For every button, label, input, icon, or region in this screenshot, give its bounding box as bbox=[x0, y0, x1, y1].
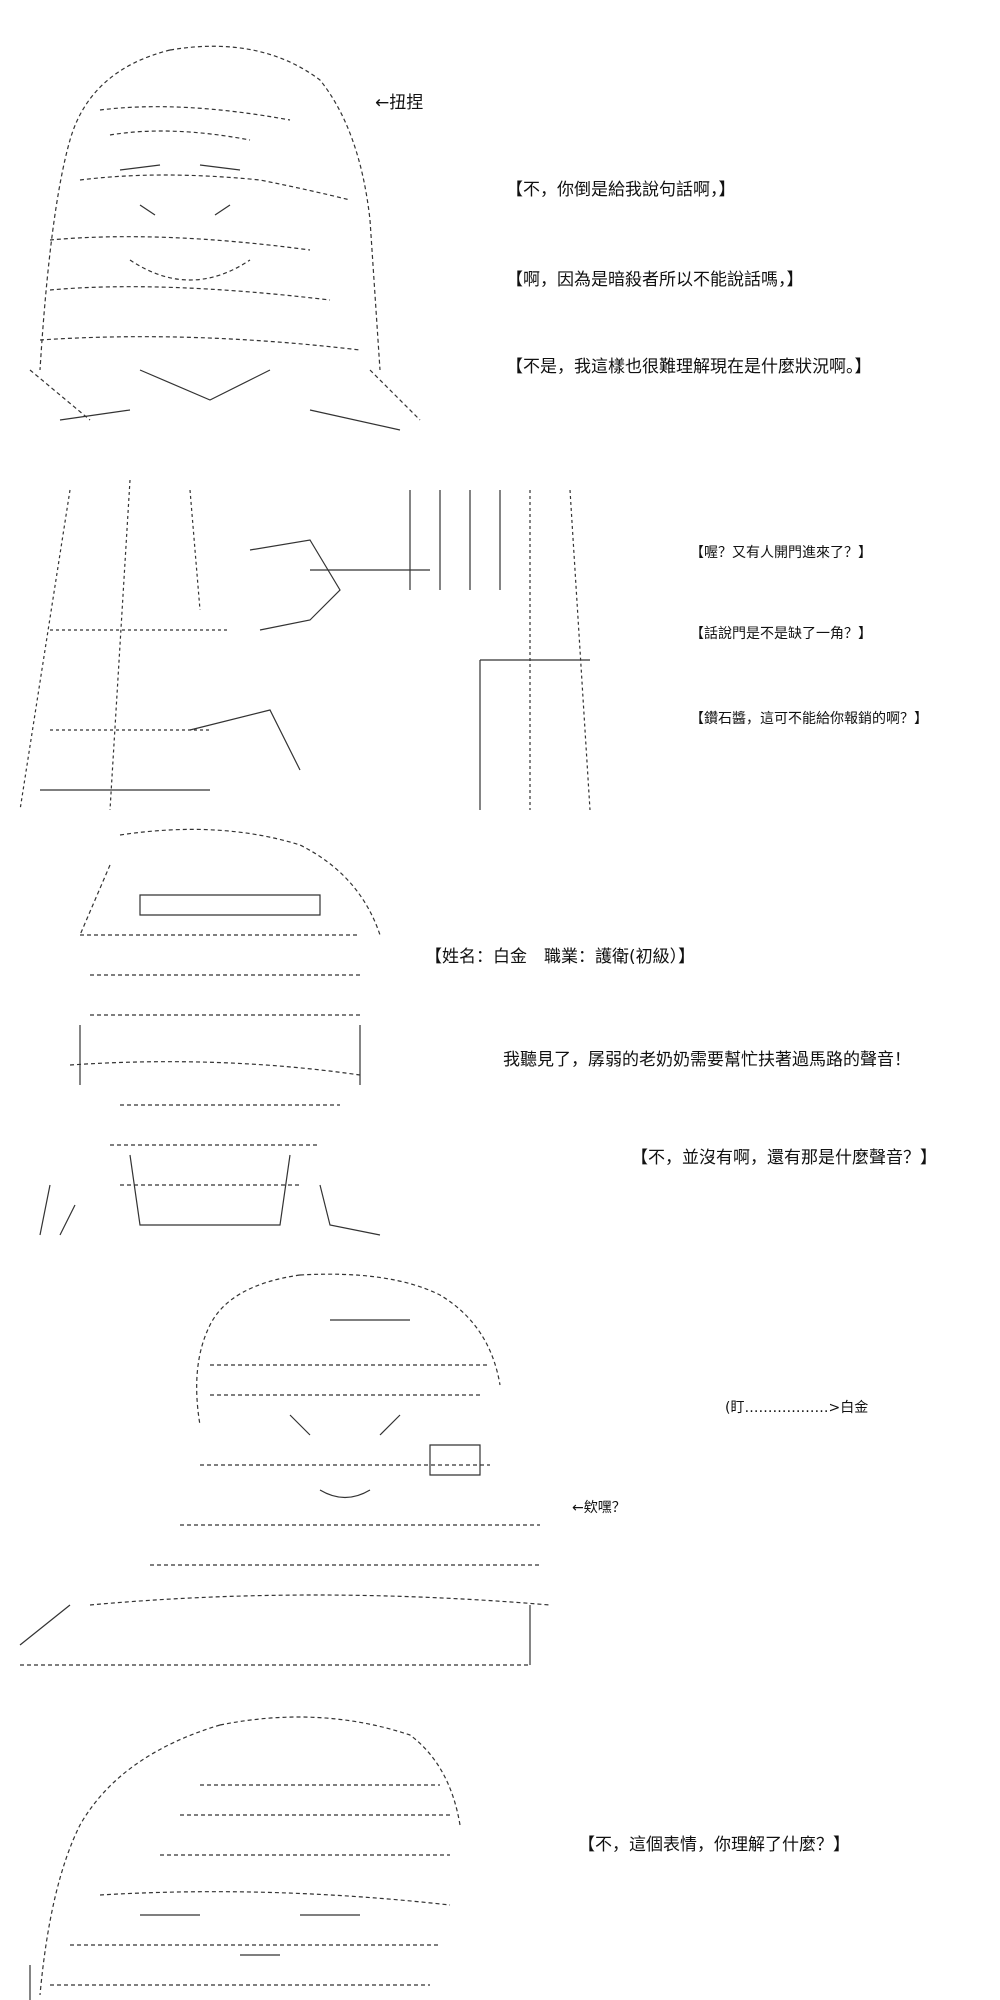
dialog-heard-grandma: 我聽見了，孱弱的老奶奶需要幫忙扶著過馬路的聲音！ bbox=[503, 1050, 911, 1070]
dialog-ehehe: ←欸嘿？ bbox=[572, 1500, 626, 1516]
dialog-stare-at-platinum: (盯………………>白金 bbox=[725, 1400, 869, 1416]
panel-2: 【喔？又有人開門進來了？】 【話說門是不是缺了一角？】 【鑽石醬，這可不能給你報… bbox=[0, 460, 1000, 825]
dialog-cannot-speak: 【啊，因為是暗殺者所以不能說話嗎，】 bbox=[506, 270, 804, 290]
ascii-art-hooded-assassin bbox=[10, 40, 460, 450]
dialog-say-something: 【不，你倒是給我說句話啊，】 bbox=[506, 180, 736, 200]
dialog-name-occupation: 【姓名：白金 職業：護衛(初級）】 bbox=[425, 947, 696, 967]
dialog-hard-to-understand: 【不是，我這樣也很難理解現在是什麼狀況啊。】 bbox=[506, 357, 872, 377]
dialog-no-such-sound: 【不，並沒有啊，還有那是什麼聲音？】 bbox=[631, 1148, 937, 1168]
dialog-door-missing-corner: 【話說門是不是缺了一角？】 bbox=[690, 626, 872, 642]
door-scene-illustration bbox=[19, 479, 591, 811]
panel-3: 【姓名：白金 職業：護衛(初級）】 我聽見了，孱弱的老奶奶需要幫忙扶著過馬路的聲… bbox=[0, 825, 1000, 1245]
dialog-diamond-reimburse: 【鑽石醬，這可不能給你報銷的啊？】 bbox=[690, 711, 928, 727]
dialog-fidget: ←扭捏 bbox=[375, 93, 424, 113]
ascii-art-hooded-girl bbox=[10, 1265, 570, 1685]
hooded-girl-illustration bbox=[19, 1273, 551, 1666]
ascii-art-hooded-face-closeup bbox=[20, 1705, 470, 2000]
hooded-face-closeup-illustration bbox=[29, 1716, 461, 2000]
ascii-art-armored-knight bbox=[20, 825, 400, 1245]
dialog-someone-entered: 【喔？又有人開門進來了？】 bbox=[690, 545, 872, 561]
hooded-assassin-illustration bbox=[29, 45, 421, 431]
panel-5: 【不，這個表情，你理解了什麼？】 bbox=[0, 1695, 1000, 2000]
panel-1: ←扭捏 【不，你倒是給我說句話啊，】 【啊，因為是暗殺者所以不能說話嗎，】 【不… bbox=[0, 0, 1000, 460]
ascii-art-door-scene bbox=[10, 470, 620, 820]
dialog-what-did-you-understand: 【不，這個表情，你理解了什麼？】 bbox=[578, 1835, 850, 1855]
panel-4: (盯………………>白金 ←欸嘿？ bbox=[0, 1245, 1000, 1695]
armored-knight-illustration bbox=[39, 828, 381, 1236]
